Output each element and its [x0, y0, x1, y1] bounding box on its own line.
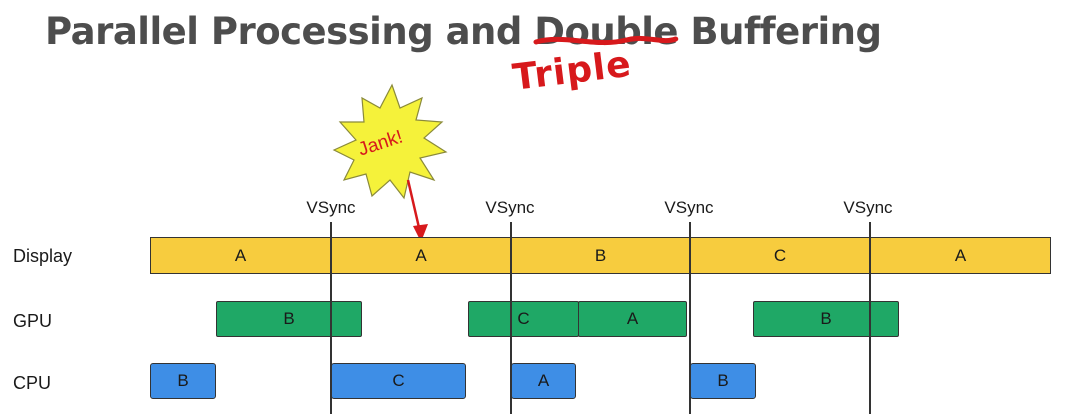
display-bar-frame: [150, 237, 1051, 274]
row-label-cpu: CPU: [13, 373, 52, 393]
vsync-line: [330, 222, 332, 414]
vsync-label: VSync: [306, 198, 356, 217]
row-label-display: Display: [13, 246, 73, 266]
vsync-line: [510, 222, 512, 414]
struck-word-text: Double: [534, 10, 679, 53]
gpu-block: B: [216, 301, 362, 337]
cpu-block: B: [690, 363, 756, 399]
vsync-label: VSync: [843, 198, 893, 217]
jank-callout-text: Jank!: [355, 126, 406, 161]
jank-arrow-shaft: [406, 179, 422, 233]
title-suffix: Buffering: [678, 10, 882, 53]
cpu-block: B: [150, 363, 216, 399]
display-block: B: [594, 245, 607, 265]
gpu-block: B: [753, 301, 899, 337]
gpu-block: C: [468, 301, 579, 337]
strikethrough-scribble: [533, 35, 679, 46]
title-prefix: Parallel Processing and: [45, 10, 535, 53]
cpu-block: A: [511, 363, 576, 399]
vsync-label: VSync: [485, 198, 535, 217]
gpu-block: A: [578, 301, 687, 337]
vsync-line: [869, 222, 871, 414]
display-block: A: [415, 245, 427, 265]
display-block: A: [954, 245, 967, 265]
display-block: C: [773, 245, 787, 265]
vsync-line: [689, 222, 691, 414]
row-label-gpu: GPU: [13, 311, 53, 331]
cpu-block: C: [331, 363, 466, 399]
display-block: A: [234, 245, 247, 265]
slide-title: Parallel Processing and Double Buffering: [45, 10, 882, 53]
struck-word: Double: [533, 10, 679, 53]
vsync-label: VSync: [664, 198, 714, 217]
